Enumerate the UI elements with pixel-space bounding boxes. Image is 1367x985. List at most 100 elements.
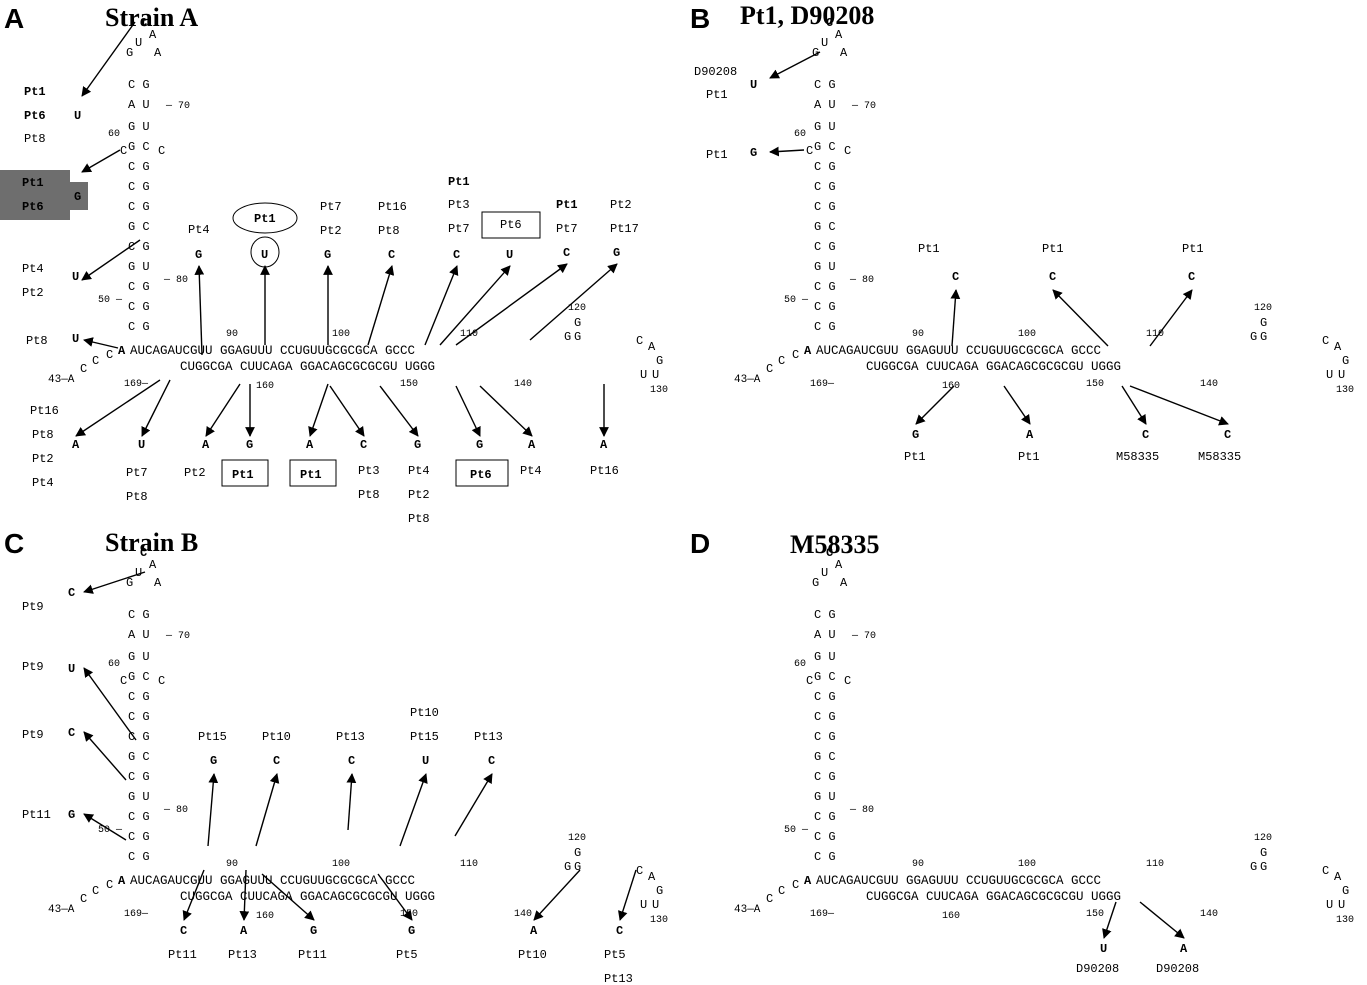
mutation-arrow (769, 146, 805, 157)
bulge-nt: C (844, 144, 851, 158)
position-number: 110 (1146, 329, 1164, 340)
position-number: 140 (1200, 379, 1218, 390)
top-strand: AUCAGAUCGUU GGAGUUU CCUGUUGCGCGCA GCCC (816, 344, 1101, 358)
patient-label: Pt1 (904, 450, 926, 464)
nucleotide: C (778, 884, 785, 898)
mutation-nt: U (138, 438, 145, 452)
stem-pair: C G (128, 320, 150, 334)
nucleotide: G (1260, 846, 1267, 860)
position-number: 110 (460, 329, 478, 340)
patient-label: Pt11 (168, 948, 197, 962)
stem-pair: C G (128, 810, 150, 824)
mutation-nt: U (72, 270, 79, 284)
mutation-nt: C (488, 754, 495, 768)
mutation-arrow (950, 289, 961, 347)
mutation-arrow (454, 773, 493, 837)
stem-pair: C G (814, 78, 836, 92)
bulge-nt: C (120, 674, 127, 688)
nucleotide: A (118, 874, 126, 888)
mutation-nt: C (180, 924, 187, 938)
position-number: 169— (124, 379, 149, 390)
position-number: 120 (568, 303, 586, 314)
nucleotide: C (636, 864, 643, 878)
panel-c-letter: C (4, 528, 24, 559)
nucleotide: G (564, 330, 571, 344)
position-number: 130 (650, 915, 668, 926)
mutation-arrow (1149, 289, 1193, 347)
highlight-box (0, 170, 70, 220)
loop-nt: C (140, 546, 147, 560)
position-number: 50 — (98, 295, 123, 306)
stem-pair: A U (128, 628, 150, 642)
loop-nt: A (835, 558, 843, 572)
stem-pair: C G (128, 850, 150, 864)
position-number: 169— (810, 909, 835, 920)
strain-label: D90208 (1156, 962, 1199, 976)
loop-nt: G (126, 576, 133, 590)
position-number: 43—A (734, 374, 761, 386)
nucleotide: G (574, 316, 581, 330)
mutation-nt: C (1224, 428, 1231, 442)
loop-nt: G (126, 46, 133, 60)
mutation-arrow (1121, 385, 1147, 425)
nucleotide: C (1322, 864, 1329, 878)
position-number: 43—A (48, 904, 75, 916)
mutation-arrow (81, 149, 121, 173)
position-number: 60 (108, 129, 120, 140)
mutation-arrow (141, 379, 171, 437)
position-number: 100 (1018, 859, 1036, 870)
bottom-strand: CUGGCGA CUUCAGA GGACAGCGCGCGU UGGG (180, 360, 435, 374)
mutation-nt: G (246, 438, 253, 452)
loop-nt: A (840, 576, 848, 590)
mutation-arrow (182, 869, 205, 921)
position-number: 160 (256, 911, 274, 922)
nucleotide: G (1342, 354, 1349, 368)
stem-pair: C G (814, 180, 836, 194)
stem-pair: G C (814, 220, 836, 234)
mutation-arrow (1003, 385, 1031, 425)
panel-a-header: A Strain A (4, 3, 198, 34)
patient-label: Pt1 (22, 176, 44, 190)
position-number: — 70 (851, 101, 876, 112)
highlight-ellipse (232, 202, 298, 234)
patient-label: Pt8 (32, 428, 54, 442)
loop-nt: A (149, 558, 157, 572)
mutation-arrow (915, 385, 955, 425)
nucleotide: A (804, 344, 812, 358)
position-number: 160 (942, 381, 960, 392)
mutation-arrow (83, 813, 127, 841)
patient-label: Pt17 (610, 222, 639, 236)
mutation-arrow (529, 263, 618, 341)
stem-pair: C G (814, 830, 836, 844)
mutation-nt: G (195, 248, 202, 262)
nucleotide: A (1334, 870, 1342, 884)
mutation-arrow (329, 385, 365, 437)
position-number: 110 (460, 859, 478, 870)
mutation-nt: A (528, 438, 536, 452)
position-number: 100 (332, 329, 350, 340)
stem-pair: C G (814, 850, 836, 864)
position-number: 160 (942, 911, 960, 922)
nucleotide: C (792, 348, 799, 362)
patient-label: Pt16 (30, 404, 59, 418)
position-number: 60 (794, 129, 806, 140)
position-number: 60 (794, 659, 806, 670)
mutation-arrow (261, 873, 315, 921)
position-number: 160 (256, 381, 274, 392)
patient-label: Pt4 (408, 464, 430, 478)
patient-label: Pt1 (254, 212, 276, 226)
position-number: — 80 (163, 275, 188, 286)
nucleotide: G (574, 330, 581, 344)
nucleotide: C (80, 362, 87, 376)
stem-pair: C G (814, 710, 836, 724)
highlight-box (481, 211, 541, 239)
highlight-box (221, 459, 269, 487)
loop-nt: U (821, 36, 828, 50)
patient-label: Pt8 (126, 490, 148, 504)
mutation-arrow (75, 379, 161, 437)
mutation-nt: A (72, 438, 80, 452)
position-number: — 70 (851, 631, 876, 642)
panel-d-title: M58335 (790, 530, 880, 559)
patient-label: Pt7 (126, 466, 148, 480)
